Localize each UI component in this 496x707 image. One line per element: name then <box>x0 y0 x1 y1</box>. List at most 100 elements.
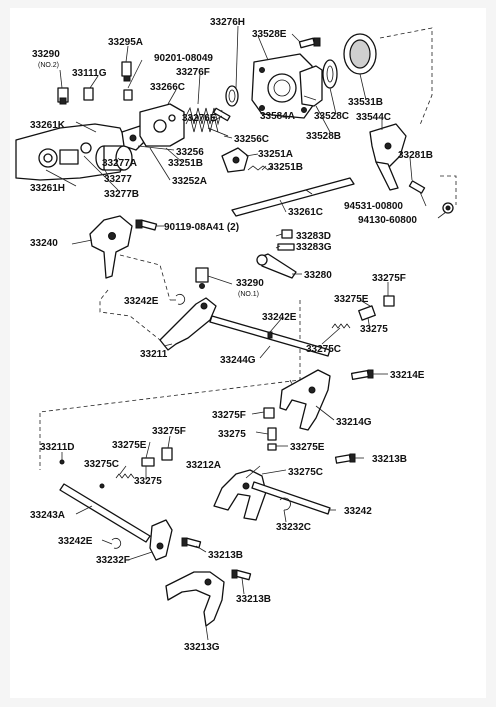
rod-33256c <box>207 127 229 137</box>
label-33251b-b: 33251B <box>268 162 303 173</box>
label-33275f: 33275F <box>372 273 406 284</box>
label-33275e-3: 33275E <box>112 440 147 451</box>
label-33277: 33277 <box>104 174 132 185</box>
label-33261h: 33261H <box>30 183 65 194</box>
label-33242: 33242 <box>344 506 372 517</box>
label-33528e: 33528E <box>252 29 287 40</box>
spring-33275c-3 <box>115 473 135 479</box>
seal-33528c <box>322 59 338 89</box>
bolt-33213b-low <box>231 569 252 581</box>
fork-33214g <box>279 369 331 431</box>
label-33528c: 33528C <box>314 111 349 122</box>
label-33290-no1: 33290 <box>236 278 264 289</box>
label-33283g: 33283G <box>296 242 332 253</box>
dashed-guide-lines <box>39 27 457 470</box>
bolt-33213b-mid <box>181 537 202 549</box>
label-no2: (NO.2) <box>38 62 59 69</box>
spring-33295a <box>121 61 133 101</box>
diagram-sheet <box>10 8 486 698</box>
bolt-33528e <box>298 37 321 49</box>
label-33213b-low: 33213B <box>236 594 271 605</box>
label-33213b-top: 33213B <box>372 454 407 465</box>
label-33275-2: 33275 <box>218 429 246 440</box>
label-90119-08a41: 90119-08A41 (2) <box>164 222 239 233</box>
leader-lines <box>45 25 447 641</box>
bolt-90119 <box>135 219 158 231</box>
label-33275: 33275 <box>360 324 388 335</box>
plug-33290-no1 <box>195 267 209 289</box>
part-labels: 33276H 33528E 33290 (NO.2) 33295A 90201-… <box>30 17 433 653</box>
label-33295a: 33295A <box>108 37 143 48</box>
pin-33275c-small <box>99 483 105 489</box>
spring-33275c <box>331 323 351 329</box>
ring-33242e <box>175 293 186 305</box>
label-33261c: 33261C <box>288 207 323 218</box>
label-33528b: 33528B <box>306 131 341 142</box>
label-33256: 33256 <box>176 147 204 158</box>
label-33283d: 33283D <box>296 231 331 242</box>
label-33280: 33280 <box>304 270 332 281</box>
label-33213b-mid: 33213B <box>208 550 243 561</box>
lever-33240 <box>89 215 133 279</box>
bolt-33213b-top <box>334 453 356 464</box>
label-33242e-3: 33242E <box>58 536 93 547</box>
pin-33275f-3 <box>161 447 173 461</box>
block-33266c <box>139 103 185 147</box>
label-33214g: 33214G <box>336 417 372 428</box>
shaft-33242 <box>251 481 331 515</box>
label-94130-60800: 94130-60800 <box>358 215 417 226</box>
label-33275f-3: 33275F <box>152 426 186 437</box>
label-33244g: 33244G <box>220 355 256 366</box>
label-33251b-a: 33251B <box>168 158 203 169</box>
label-33242e-2: 33242E <box>262 312 297 323</box>
label-33240: 33240 <box>30 238 58 249</box>
label-33251a: 33251A <box>258 149 293 160</box>
nut-94130 <box>442 202 454 214</box>
shaft-33243a <box>59 483 151 543</box>
label-33213g: 33213G <box>184 642 220 653</box>
bracket-33251a <box>221 147 249 173</box>
label-33214e: 33214E <box>390 370 425 381</box>
label-33211d: 33211D <box>40 442 74 453</box>
label-33544c: 33544C <box>356 112 391 123</box>
label-33211: 33211 <box>140 349 168 360</box>
ring-33276h <box>225 85 239 107</box>
label-33531b: 33531B <box>348 97 383 108</box>
sleeve-33277a <box>95 145 133 171</box>
pin-33275-2 <box>267 427 277 441</box>
label-33276f: 33276F <box>176 67 210 78</box>
pin-33275f-2 <box>263 407 275 419</box>
label-33252a: 33252A <box>172 176 207 187</box>
shaft-33244g <box>209 315 331 357</box>
label-33275c-2: 33275C <box>288 467 323 478</box>
label-33277b: 33277B <box>104 189 139 200</box>
bolt-33281b <box>408 180 426 194</box>
label-33276h: 33276H <box>210 17 245 28</box>
label-33232c: 33232C <box>276 522 311 533</box>
label-33275c-3: 33275C <box>84 459 119 470</box>
label-33275e-2: 33275E <box>290 442 325 453</box>
pin-33211d <box>59 459 65 465</box>
bolt-33214e <box>350 369 374 380</box>
ring-33242e-2 <box>111 537 122 549</box>
label-33243a: 33243A <box>30 510 65 521</box>
label-33261k: 33261K <box>30 120 66 131</box>
label-90201-08049: 90201-08049 <box>154 53 213 64</box>
pin-33275f <box>383 295 395 307</box>
plug-33290-no2 <box>57 87 69 105</box>
lever-33232f <box>149 519 173 561</box>
pin-33275e <box>267 443 277 451</box>
label-33281b: 33281B <box>398 150 433 161</box>
label-33256c: 33256C <box>234 134 269 145</box>
label-33111g: 33111G <box>72 68 107 79</box>
label-33290-no2: 33290 <box>32 49 60 60</box>
label-33275f-2: 33275F <box>212 410 246 421</box>
label-33584a: 33584A <box>260 111 295 122</box>
label-33275c: 33275C <box>306 344 341 355</box>
label-33277a: 33277A <box>102 158 137 169</box>
cover-33584a <box>251 53 323 119</box>
label-33212a: 33212A <box>186 460 221 471</box>
label-33232f: 33232F <box>96 555 130 566</box>
sensor-33280 <box>256 253 297 279</box>
